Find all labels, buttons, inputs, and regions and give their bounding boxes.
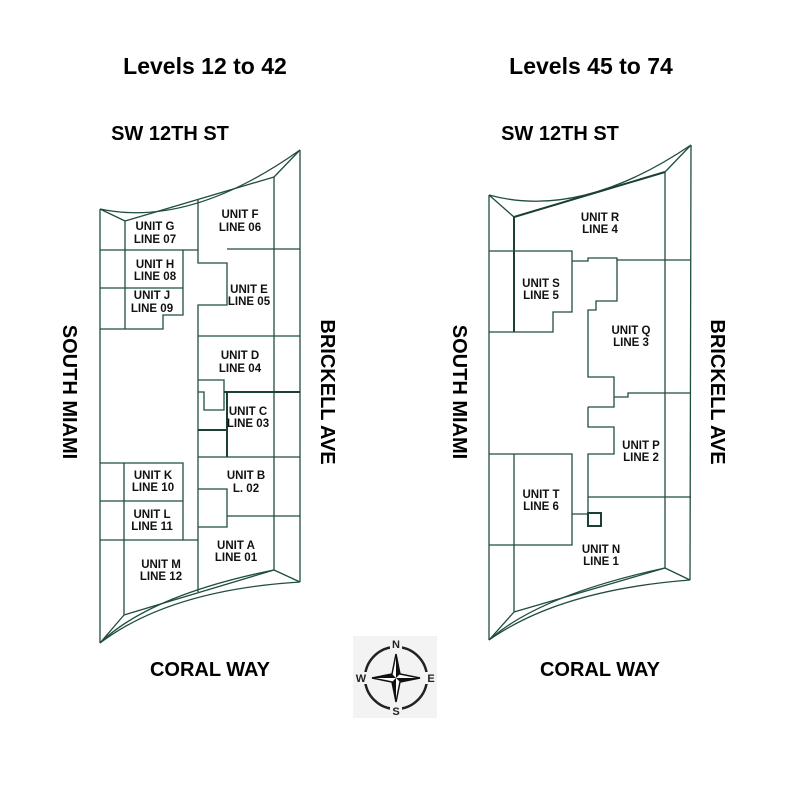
unit-name-label: UNIT B bbox=[227, 470, 265, 482]
unit-line-label: LINE 05 bbox=[228, 296, 271, 308]
unit-name-label: UNIT A bbox=[217, 540, 255, 552]
unit-line-label: LINE 12 bbox=[140, 571, 182, 583]
unit-line-label: LINE 10 bbox=[132, 482, 174, 494]
street-north-label: SW 12TH ST bbox=[501, 123, 619, 145]
unit-line-label: LINE 08 bbox=[134, 271, 177, 283]
left-plan-title: Levels 12 to 42 bbox=[123, 53, 287, 79]
unit-line-label: LINE 07 bbox=[134, 234, 176, 246]
unit-name-label: UNIT L bbox=[133, 509, 170, 521]
street-south-label: CORAL WAY bbox=[150, 659, 271, 681]
unit-line-label: LINE 2 bbox=[623, 452, 659, 464]
unit-name-label: UNIT P bbox=[622, 440, 660, 452]
street-west-label: SOUTH MIAMI bbox=[58, 325, 80, 459]
unit-name-label: UNIT J bbox=[134, 290, 170, 302]
unit-b-label: UNIT BL. 02 bbox=[227, 470, 265, 495]
unit-name-label: UNIT C bbox=[229, 406, 267, 418]
unit-line-label: L. 02 bbox=[233, 483, 259, 495]
unit-line-label: LINE 1 bbox=[583, 556, 619, 568]
unit-name-label: UNIT D bbox=[221, 350, 259, 362]
unit-name-label: UNIT N bbox=[582, 544, 620, 556]
unit-name-label: UNIT T bbox=[522, 489, 559, 501]
unit-name-label: UNIT F bbox=[221, 209, 258, 221]
compass-north-label: N bbox=[392, 639, 400, 651]
left-floor-plan: SW 12TH ST CORAL WAY SOUTH MIAMI BRICKEL… bbox=[58, 123, 338, 681]
unit-name-label: UNIT R bbox=[581, 212, 620, 224]
compass-west-label: W bbox=[356, 673, 367, 685]
compass-rose-icon: N E S W bbox=[353, 636, 437, 718]
unit-line-label: LINE 4 bbox=[582, 224, 618, 236]
street-east-label: BRICKELL AVE bbox=[316, 319, 338, 464]
unit-line-label: LINE 11 bbox=[131, 521, 173, 533]
unit-name-label: UNIT S bbox=[522, 278, 560, 290]
unit-line-label: LINE 3 bbox=[613, 337, 649, 349]
unit-line-label: LINE 06 bbox=[219, 222, 261, 234]
street-south-label: CORAL WAY bbox=[540, 659, 661, 681]
unit-line-label: LINE 04 bbox=[219, 363, 262, 375]
unit-name-label: UNIT Q bbox=[612, 325, 651, 337]
unit-line-label: LINE 01 bbox=[215, 552, 258, 564]
unit-name-label: UNIT G bbox=[136, 221, 175, 233]
unit-line-label: LINE 6 bbox=[523, 501, 559, 513]
right-plan-title: Levels 45 to 74 bbox=[509, 53, 673, 79]
unit-line-label: LINE 5 bbox=[523, 290, 559, 302]
left-walls bbox=[99, 149, 301, 644]
street-north-label: SW 12TH ST bbox=[111, 123, 229, 145]
unit-name-label: UNIT E bbox=[230, 284, 268, 296]
street-east-label: BRICKELL AVE bbox=[706, 319, 728, 464]
right-floor-plan: SW 12TH ST CORAL WAY SOUTH MIAMI BRICKEL… bbox=[448, 123, 728, 681]
unit-name-label: UNIT K bbox=[134, 470, 173, 482]
unit-line-label: LINE 03 bbox=[227, 418, 269, 430]
unit-name-label: UNIT M bbox=[141, 559, 181, 571]
unit-line-label: LINE 09 bbox=[131, 303, 173, 315]
unit-name-label: UNIT H bbox=[136, 259, 174, 271]
compass-east-label: E bbox=[427, 673, 434, 685]
street-west-label: SOUTH MIAMI bbox=[448, 325, 470, 459]
compass-south-label: S bbox=[392, 706, 399, 718]
right-walls bbox=[488, 144, 692, 641]
